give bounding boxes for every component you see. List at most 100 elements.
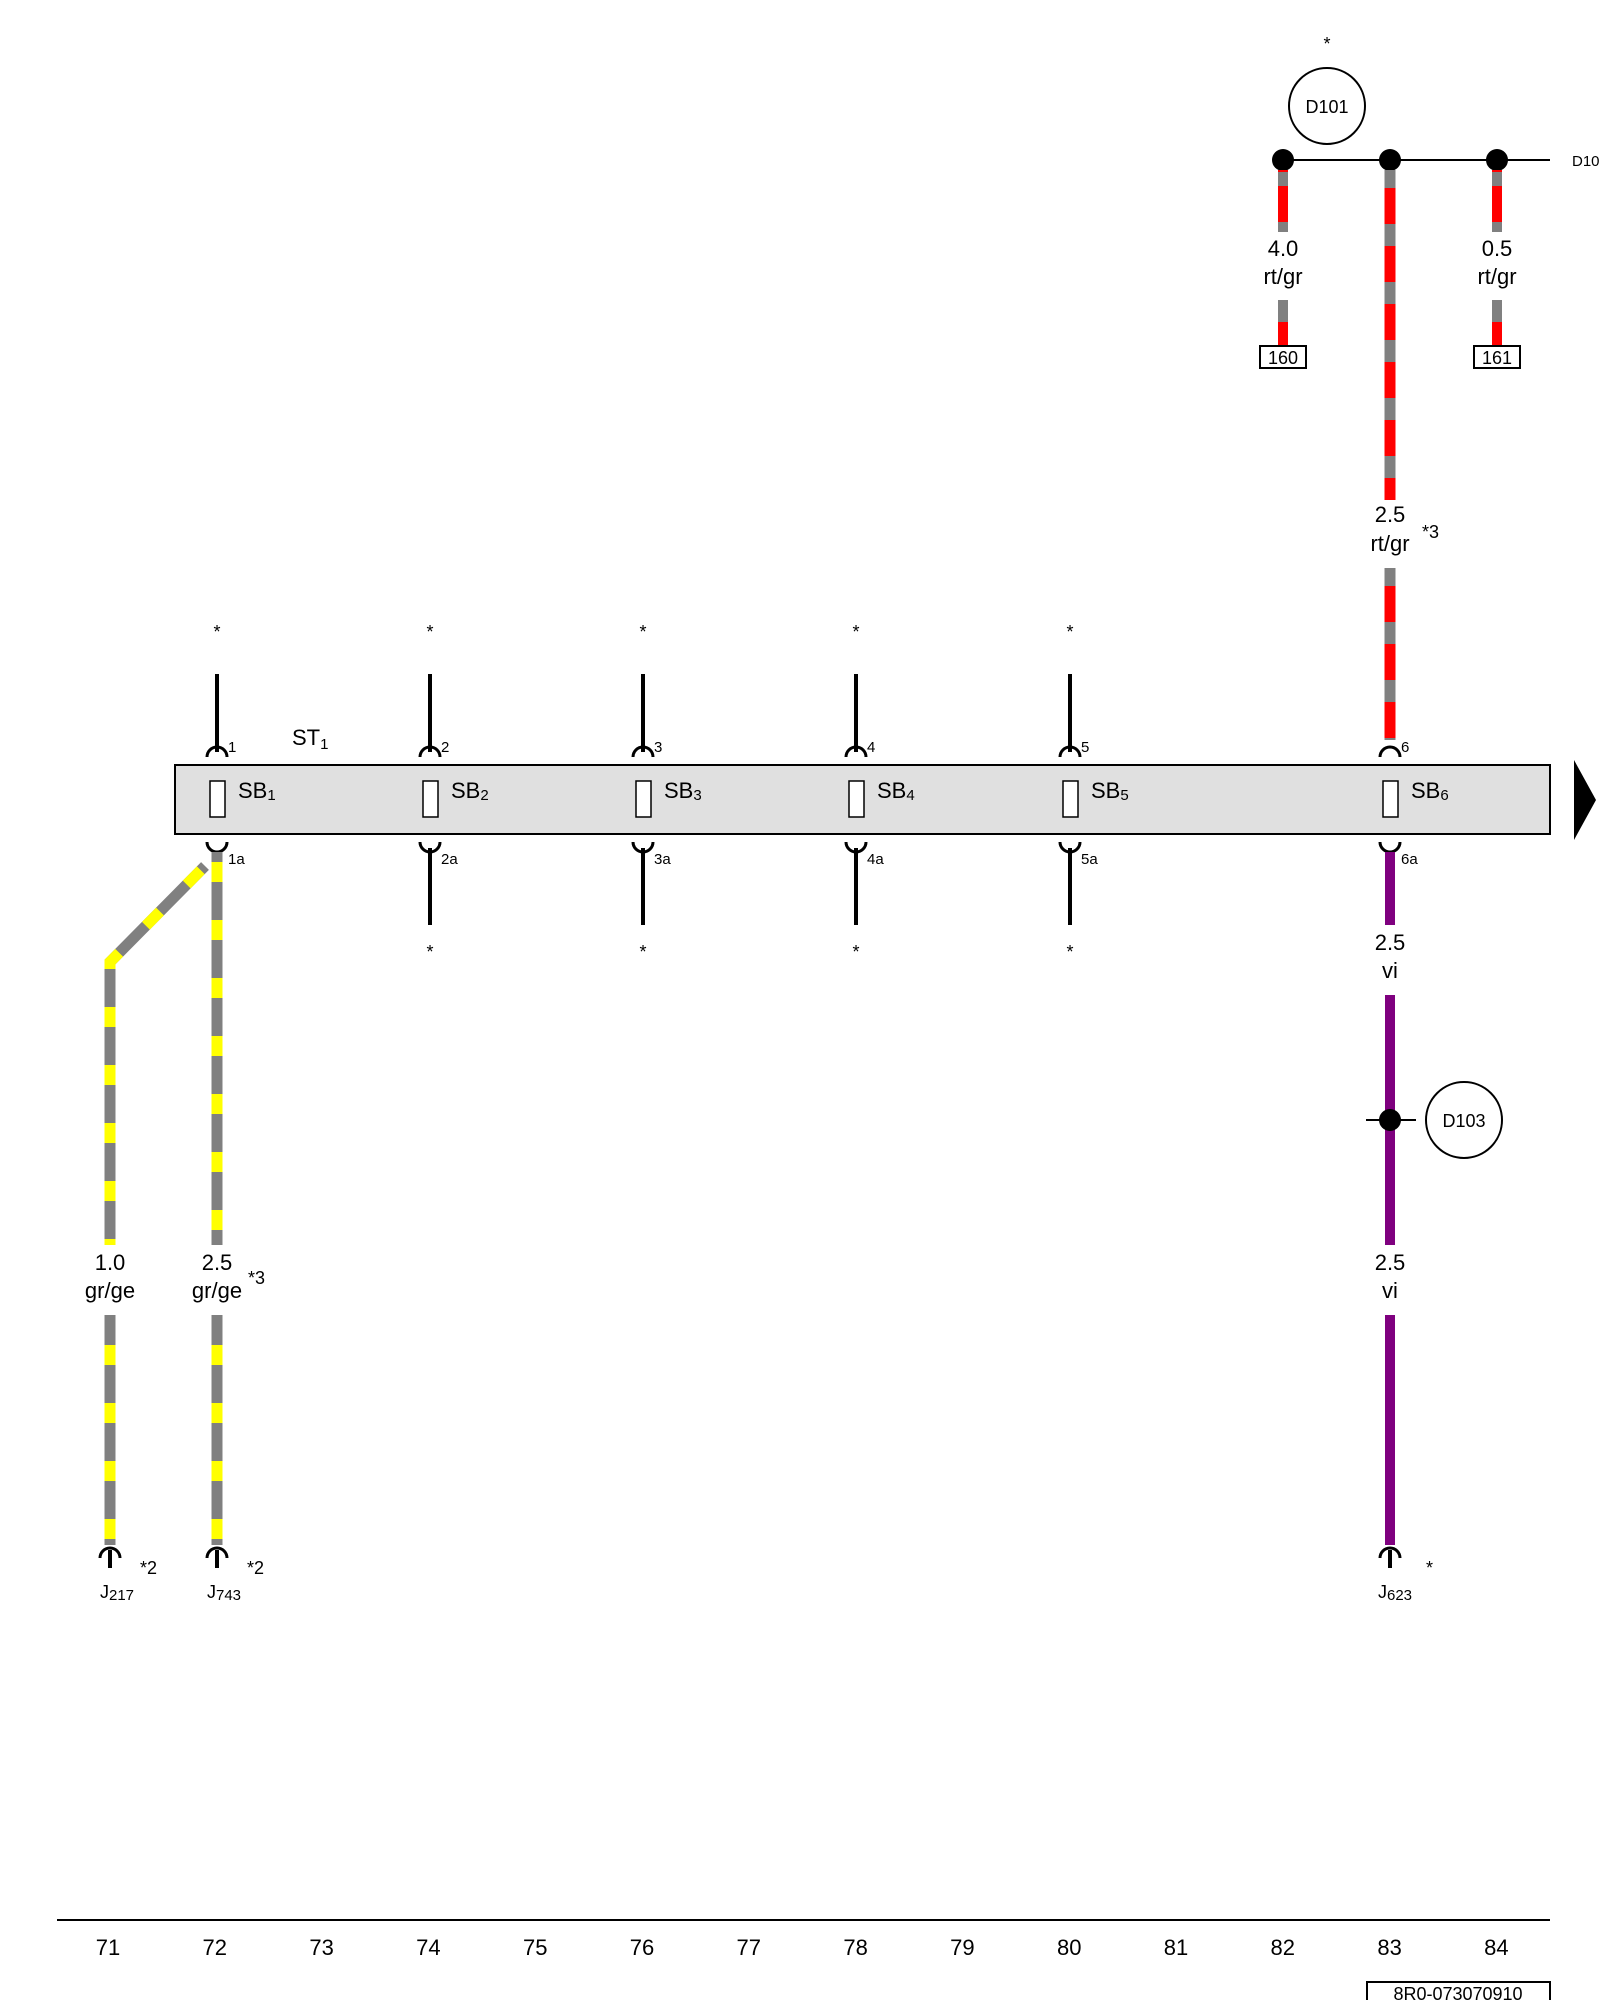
grid-number: 77 xyxy=(737,1935,761,1960)
fuse-sb5-bottom-pin: 5a xyxy=(1081,851,1098,868)
fuse-sb5-top-asterisk: * xyxy=(1066,622,1073,642)
fuse-sb5-top-pin: 5 xyxy=(1081,739,1089,756)
fuse-sb4: * 4 SB4 4a * xyxy=(844,622,915,962)
wire-sb6-upper: 2.5 rt/gr *3 xyxy=(1370,170,1439,740)
fuse-sb6-top-pin: 6 xyxy=(1401,739,1409,756)
fuse-sb5-top-terminal xyxy=(1058,745,1082,758)
j623-note: * xyxy=(1426,1558,1433,1578)
wire-j623-color: vi xyxy=(1382,1278,1398,1303)
wire-160-size: 4.0 xyxy=(1268,236,1299,261)
fuse-sb2: * 2 SB2 2a * xyxy=(418,622,489,962)
fuse-sb1-bottom-pin: 1a xyxy=(228,851,245,868)
d10-cut-label: D10 xyxy=(1572,153,1600,170)
fuse-sb3-top-terminal xyxy=(631,745,655,758)
j217-note: *2 xyxy=(140,1558,157,1578)
fuse-sb5: * 5 SB5 5a * xyxy=(1058,622,1129,962)
fuse-sb1-bottom-terminal xyxy=(205,841,229,854)
fuse-sb3: * 3 SB3 3a * xyxy=(631,622,702,962)
wire-to-161: 0.5 rt/gr 161 xyxy=(1473,170,1521,369)
grid-number: 76 xyxy=(630,1935,654,1960)
wire-sb6-lower-color: vi xyxy=(1382,958,1398,983)
wire-j217-upper-stripe xyxy=(104,862,209,1245)
fuse-sb4-top-terminal xyxy=(844,745,868,758)
grid-number: 73 xyxy=(309,1935,333,1960)
wire-sb6-lower-size: 2.5 xyxy=(1375,930,1406,955)
fuse-sb4-symbol xyxy=(848,780,865,818)
continue-arrow-icon xyxy=(1574,760,1596,840)
fuse-sb3-bottom-pin: 3a xyxy=(654,851,671,868)
grid-number: 81 xyxy=(1164,1935,1188,1960)
d101-connector-circle xyxy=(1288,67,1366,145)
fuse-sb5-label: SB5 xyxy=(1091,778,1129,804)
fuse-sb1-label: SB1 xyxy=(238,778,276,804)
fuse-sb5-bottom-asterisk: * xyxy=(1066,942,1073,962)
fuse-sb4-label: SB4 xyxy=(877,778,915,804)
grid-number: 74 xyxy=(416,1935,440,1960)
d103-node xyxy=(1379,1109,1401,1131)
grid-number: 79 xyxy=(950,1935,974,1960)
component-j623: J623 * xyxy=(1378,1546,1433,1604)
wire-161-color: rt/gr xyxy=(1477,264,1516,289)
j743-label: J743 xyxy=(207,1582,241,1604)
wire-j743: 2.5 gr/ge *3 xyxy=(192,852,265,1545)
doc-id-label: 8R0-073070910 xyxy=(1393,1984,1522,2000)
fuse-sb5-symbol xyxy=(1062,780,1079,818)
d103-connector-circle xyxy=(1425,1081,1503,1159)
d101-asterisk: * xyxy=(1323,34,1330,54)
d101-label: D101 xyxy=(1305,97,1348,117)
fuse-sb1-top-terminal xyxy=(205,745,229,758)
j743-note: *2 xyxy=(247,1558,264,1578)
wire-j217-upper-base xyxy=(104,862,209,1245)
fuse-sb3-top-asterisk: * xyxy=(639,622,646,642)
fuse-sb2-top-terminal xyxy=(418,745,442,758)
fuse-sb4-bottom-pin: 4a xyxy=(867,851,884,868)
grid-number: 83 xyxy=(1377,1935,1401,1960)
fuse-sb2-top-asterisk: * xyxy=(426,622,433,642)
wire-j623-size: 2.5 xyxy=(1375,1250,1406,1275)
fuse-sb2-symbol xyxy=(422,780,439,818)
j217-label: J217 xyxy=(100,1582,134,1604)
bus-node-3 xyxy=(1486,149,1508,171)
fuse-sb4-bottom-asterisk: * xyxy=(852,942,859,962)
wire-sb6-lower: 2.5 vi D103 2.5 vi xyxy=(1366,852,1503,1545)
grid-number: 80 xyxy=(1057,1935,1081,1960)
fuse-sb1-top-asterisk: * xyxy=(213,622,220,642)
wire-160-color: rt/gr xyxy=(1263,264,1302,289)
j743-terminal xyxy=(205,1546,229,1559)
fuse-sb2-label: SB2 xyxy=(451,778,489,804)
j623-label: J623 xyxy=(1378,1582,1412,1604)
fuse-strip-name: ST1 xyxy=(292,725,328,753)
fuse-sb6-bottom-pin: 6a xyxy=(1401,851,1418,868)
grid-number: 71 xyxy=(96,1935,120,1960)
fuse-sb3-symbol xyxy=(635,780,652,818)
fuse-sb4-top-pin: 4 xyxy=(867,739,875,756)
fuse-sb3-bottom-asterisk: * xyxy=(639,942,646,962)
bus-node-2 xyxy=(1379,149,1401,171)
grid-number: 84 xyxy=(1484,1935,1508,1960)
grid-number: 82 xyxy=(1271,1935,1295,1960)
d103-label: D103 xyxy=(1442,1111,1485,1131)
wire-161-size: 0.5 xyxy=(1482,236,1513,261)
j217-terminal xyxy=(98,1546,122,1559)
wire-j217: 1.0 gr/ge xyxy=(85,862,209,1545)
wire-j743-note: *3 xyxy=(248,1268,265,1288)
wire-sb6-upper-note: *3 xyxy=(1422,522,1439,542)
grid-number: 72 xyxy=(203,1935,227,1960)
fuse-sb2-bottom-pin: 2a xyxy=(441,851,458,868)
fuse-sb1-symbol xyxy=(209,780,226,818)
fuse-sb6-bottom-terminal xyxy=(1378,841,1402,854)
ref-box-160-label: 160 xyxy=(1268,348,1298,368)
fuse-sb4-top-asterisk: * xyxy=(852,622,859,642)
grid-number: 78 xyxy=(843,1935,867,1960)
component-j743: J743 *2 xyxy=(205,1546,264,1604)
fuse-sb3-top-pin: 3 xyxy=(654,739,662,756)
fuse-sb2-bottom-asterisk: * xyxy=(426,942,433,962)
wire-to-160: 4.0 rt/gr 160 xyxy=(1259,170,1307,369)
fuse-sb3-label: SB3 xyxy=(664,778,702,804)
fuse-sb1-top-pin: 1 xyxy=(228,739,236,756)
d101-bus: * D101 D10 xyxy=(1272,34,1600,171)
wire-j217-color: gr/ge xyxy=(85,1278,135,1303)
